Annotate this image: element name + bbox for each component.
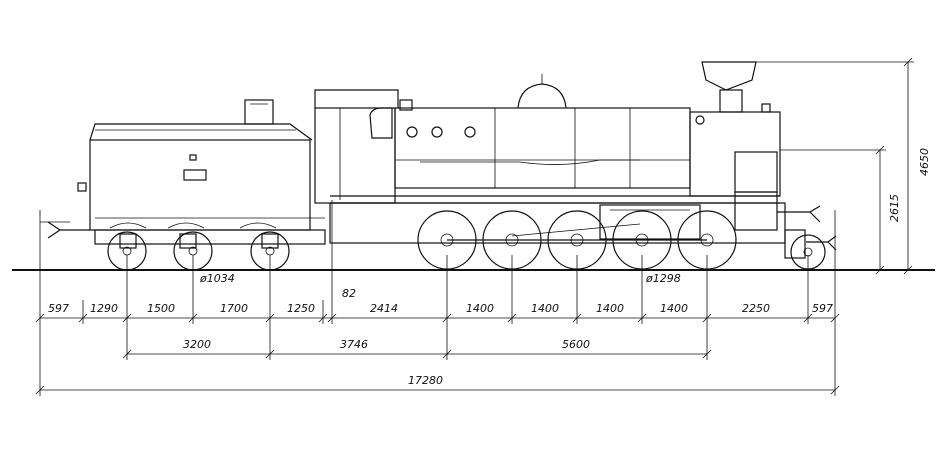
dim-1400-d: 1400 xyxy=(660,302,688,315)
tender xyxy=(40,99,326,249)
dim-height-2615: 2615 xyxy=(888,194,901,222)
dim-1290: 1290 xyxy=(90,302,118,315)
dim-total-17280: 17280 xyxy=(408,374,443,387)
dim-1250: 1250 xyxy=(287,302,315,315)
dim-height-4650: 4650 xyxy=(918,148,931,176)
dim-5600: 5600 xyxy=(562,338,590,351)
tender-wheel-diameter: ø1034 xyxy=(199,272,235,285)
dim-1700: 1700 xyxy=(220,302,248,315)
dim-597-right: 597 xyxy=(812,302,833,315)
dim-1400-a: 1400 xyxy=(466,302,494,315)
dim-1400-c: 1400 xyxy=(596,302,624,315)
dimension-labels: 597 1290 1500 1700 1250 82 2414 1400 140… xyxy=(48,148,931,387)
dim-3746: 3746 xyxy=(340,338,368,351)
dim-1400-b: 1400 xyxy=(531,302,559,315)
dim-3200: 3200 xyxy=(183,338,211,351)
locomotive-body xyxy=(314,61,837,259)
dim-597-left: 597 xyxy=(48,302,69,315)
dim-2414: 2414 xyxy=(370,302,398,315)
dimension-lines xyxy=(35,57,914,396)
driving-wheel-diameter: ø1298 xyxy=(645,272,681,285)
dim-82: 82 xyxy=(342,287,356,300)
dim-2250: 2250 xyxy=(742,302,770,315)
dim-1500: 1500 xyxy=(147,302,175,315)
